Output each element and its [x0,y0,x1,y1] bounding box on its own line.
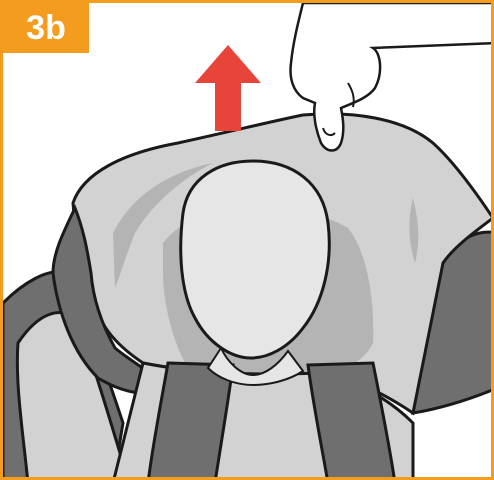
step-label-badge: 3b [3,3,89,53]
car-seat-illustration [3,3,494,480]
arrow-up-icon [195,45,261,131]
